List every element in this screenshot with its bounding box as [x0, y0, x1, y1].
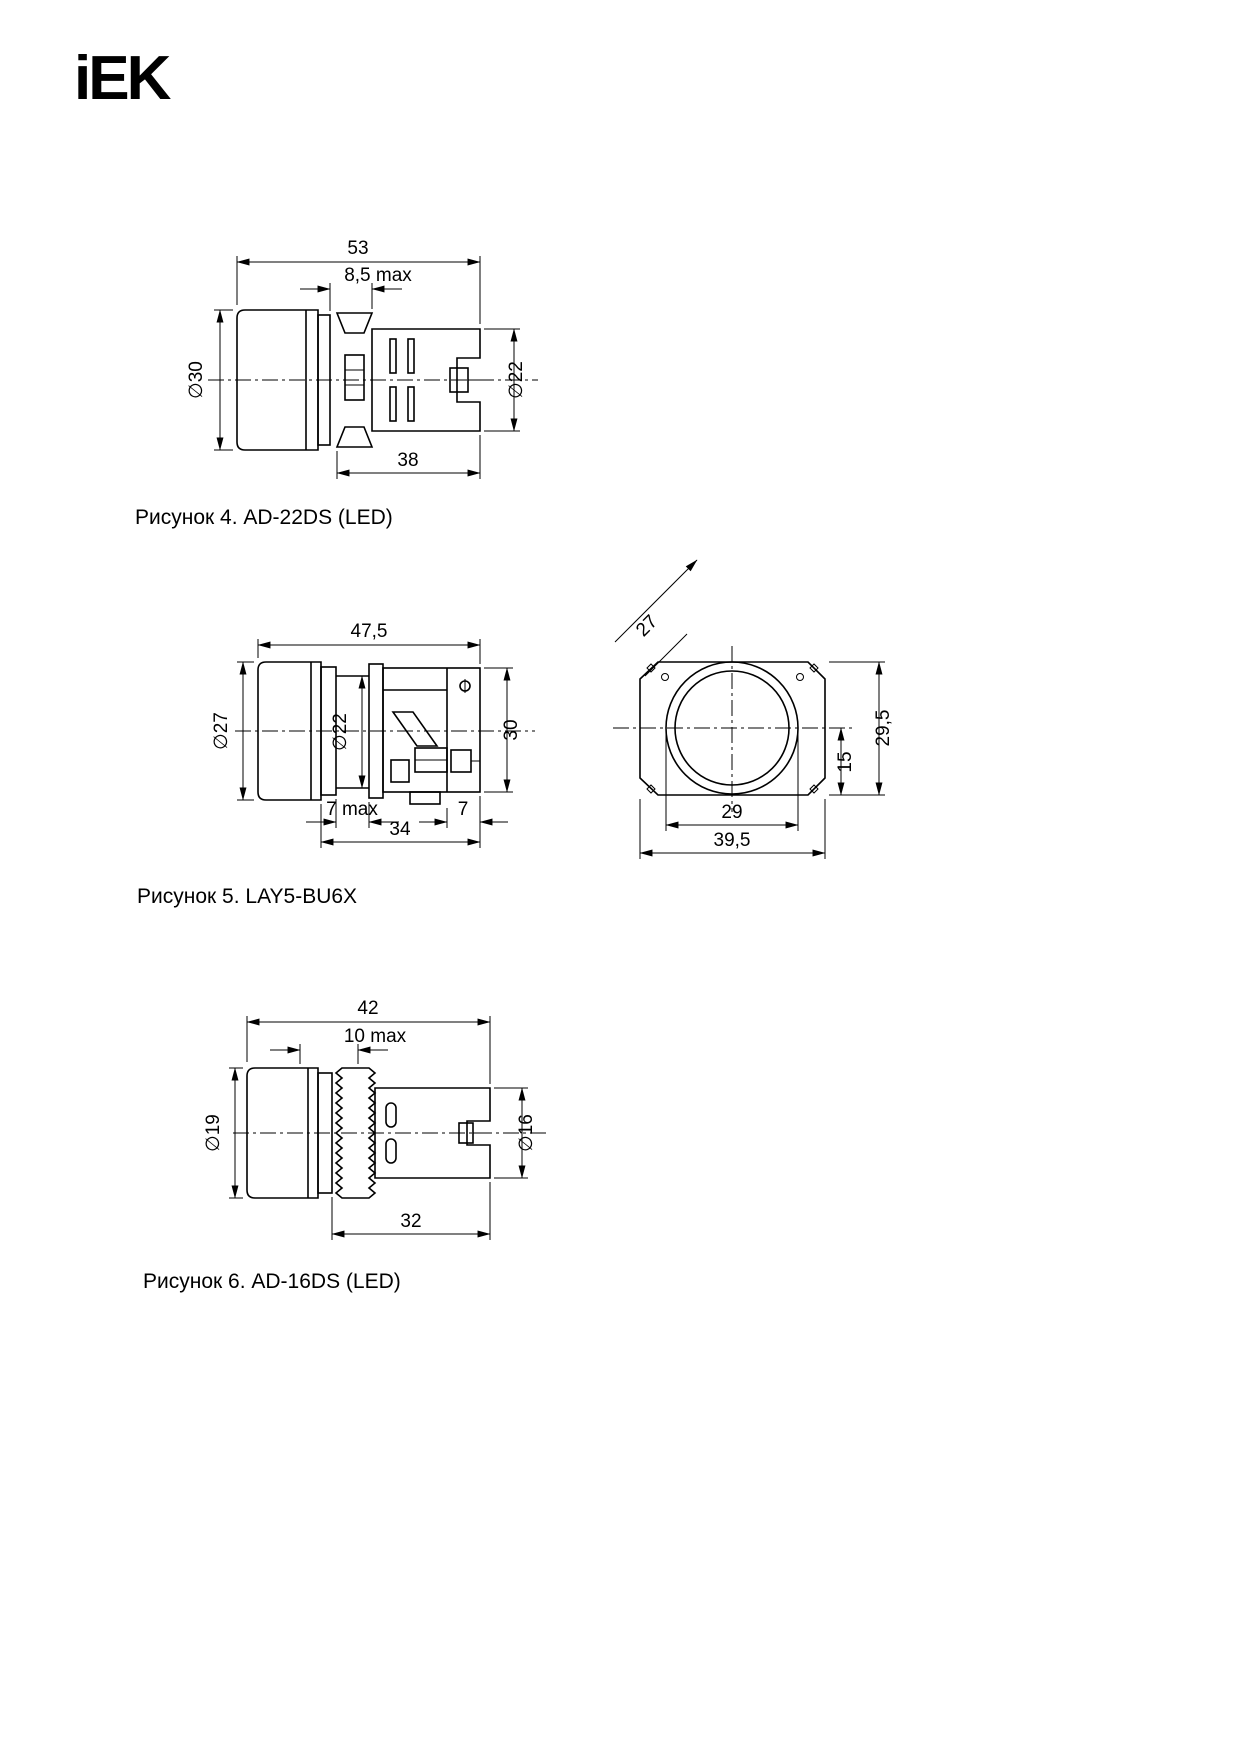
dim-label-total: 53	[347, 238, 368, 259]
fig5-front-dimensions: 27 15 29,5 29 39,5	[614, 559, 894, 859]
fig6-side-view-drawing: 42 10 max 32 ∅19 ∅16	[203, 998, 550, 1240]
dim-label-cap-dia: ∅27	[211, 712, 232, 750]
dim-label-total: 42	[357, 998, 378, 1019]
dim-label-step: 7	[458, 799, 469, 820]
dim-label-panel: 10 max	[344, 1026, 407, 1047]
fig5-front-view-drawing: 27 15 29,5 29 39,5	[613, 559, 894, 859]
dim-label-body-dia: ∅16	[516, 1114, 537, 1152]
fig5-side-part-outline	[257, 661, 481, 805]
fig6-part-outline	[246, 1067, 491, 1199]
dim-label-flats: 29	[721, 802, 742, 823]
dim-label-width: 39,5	[714, 830, 751, 851]
dim-label-body-dia: ∅22	[506, 361, 527, 399]
fig5-side-dimensions: 47,5 ∅27 ∅22 30 7 max 7	[211, 621, 522, 848]
dim-label-half: 15	[835, 751, 856, 772]
fig4-dimensions: 53 8,5 max 38 ∅30 ∅22	[186, 238, 527, 479]
fig4-side-view-drawing: 53 8,5 max 38 ∅30 ∅22	[186, 238, 538, 479]
dim-label-total: 47,5	[351, 621, 388, 642]
dim-label-length: 32	[400, 1211, 421, 1232]
dim-label-length: 38	[397, 450, 418, 471]
dim-label-panel: 7 max	[326, 799, 378, 820]
fig5-front-centerlines	[613, 646, 853, 812]
fig6-caption: Рисунок 6. AD-16DS (LED)	[143, 1270, 401, 1293]
dim-label-length: 34	[389, 819, 411, 840]
fig6-dimensions: 42 10 max 32 ∅19 ∅16	[203, 998, 537, 1240]
dim-label-panel: 8,5 max	[344, 265, 412, 286]
dim-label-lens-dia: ∅19	[203, 1114, 224, 1152]
fig4-part-outline	[236, 309, 481, 451]
dim-label-height: 29,5	[873, 710, 894, 747]
fig5-side-view-drawing: 47,5 ∅27 ∅22 30 7 max 7	[211, 621, 535, 848]
dim-label-height: 30	[501, 719, 522, 740]
fig4-caption: Рисунок 4. AD-22DS (LED)	[135, 506, 393, 529]
dim-label-lens-dia: ∅30	[186, 361, 207, 399]
fig5-caption: Рисунок 5. LAY5-BU6X	[137, 885, 358, 908]
dim-label-diag: 27	[632, 611, 662, 641]
iek-logo: iEK	[74, 44, 171, 113]
dim-label-bush-dia: ∅22	[330, 713, 351, 751]
